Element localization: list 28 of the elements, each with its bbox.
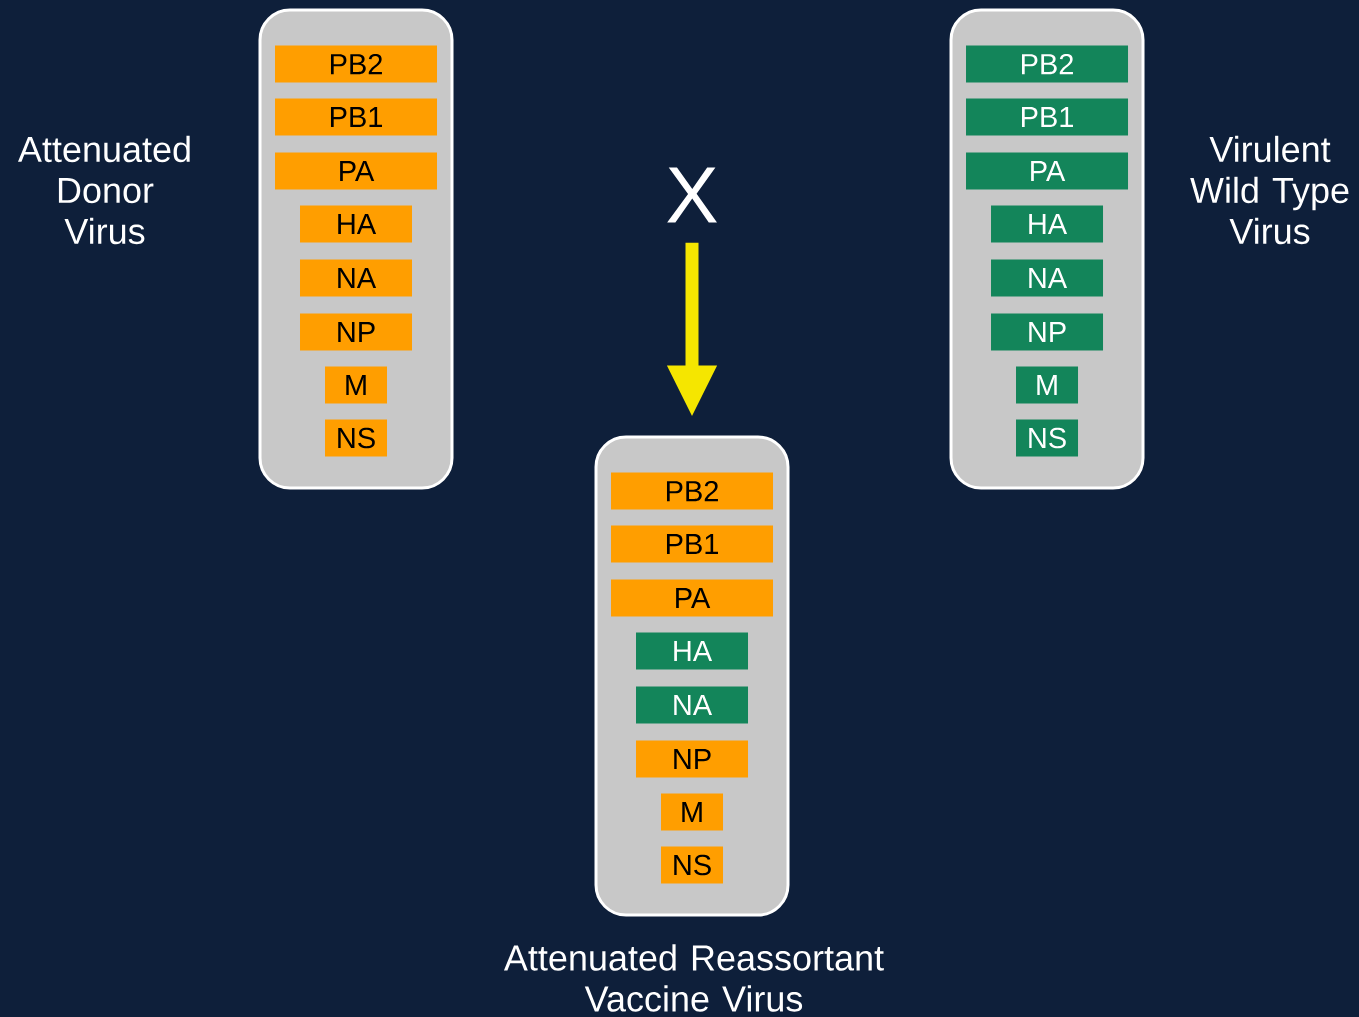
gene-segment: NA (991, 259, 1103, 297)
gene-segment: HA (991, 205, 1103, 243)
node-label: Attenuated Reassortant Vaccine Virus (503, 944, 884, 1012)
gene-segment: HA (636, 632, 748, 670)
node-label: Virulent Wild Type Virus (1190, 135, 1349, 245)
gene-segment: PB1 (966, 98, 1128, 136)
gene-segment: PB1 (611, 525, 773, 563)
gene-segment: PB2 (275, 45, 437, 83)
node-label: Attenuated Donor Virus (17, 135, 190, 245)
gene-segment: HA (300, 205, 412, 243)
gene-segment: NS (1016, 419, 1078, 457)
gene-segment: PB2 (966, 45, 1128, 83)
gene-segment: PA (611, 579, 773, 617)
gene-segment: NP (636, 740, 748, 778)
gene-segment: NA (636, 686, 748, 724)
gene-segment: PB1 (275, 98, 437, 136)
gene-segment: NS (661, 846, 723, 884)
gene-segment: M (1016, 366, 1078, 404)
gene-segment: NP (300, 313, 412, 351)
gene-segment: PA (966, 152, 1128, 190)
gene-segment: M (325, 366, 387, 404)
gene-segment: NA (300, 259, 412, 297)
cross-symbol: X (667, 167, 717, 223)
gene-segment: PA (275, 152, 437, 190)
gene-segment: NS (325, 419, 387, 457)
gene-segment: NP (991, 313, 1103, 351)
gene-segment: PB2 (611, 472, 773, 510)
gene-segment: M (661, 793, 723, 831)
